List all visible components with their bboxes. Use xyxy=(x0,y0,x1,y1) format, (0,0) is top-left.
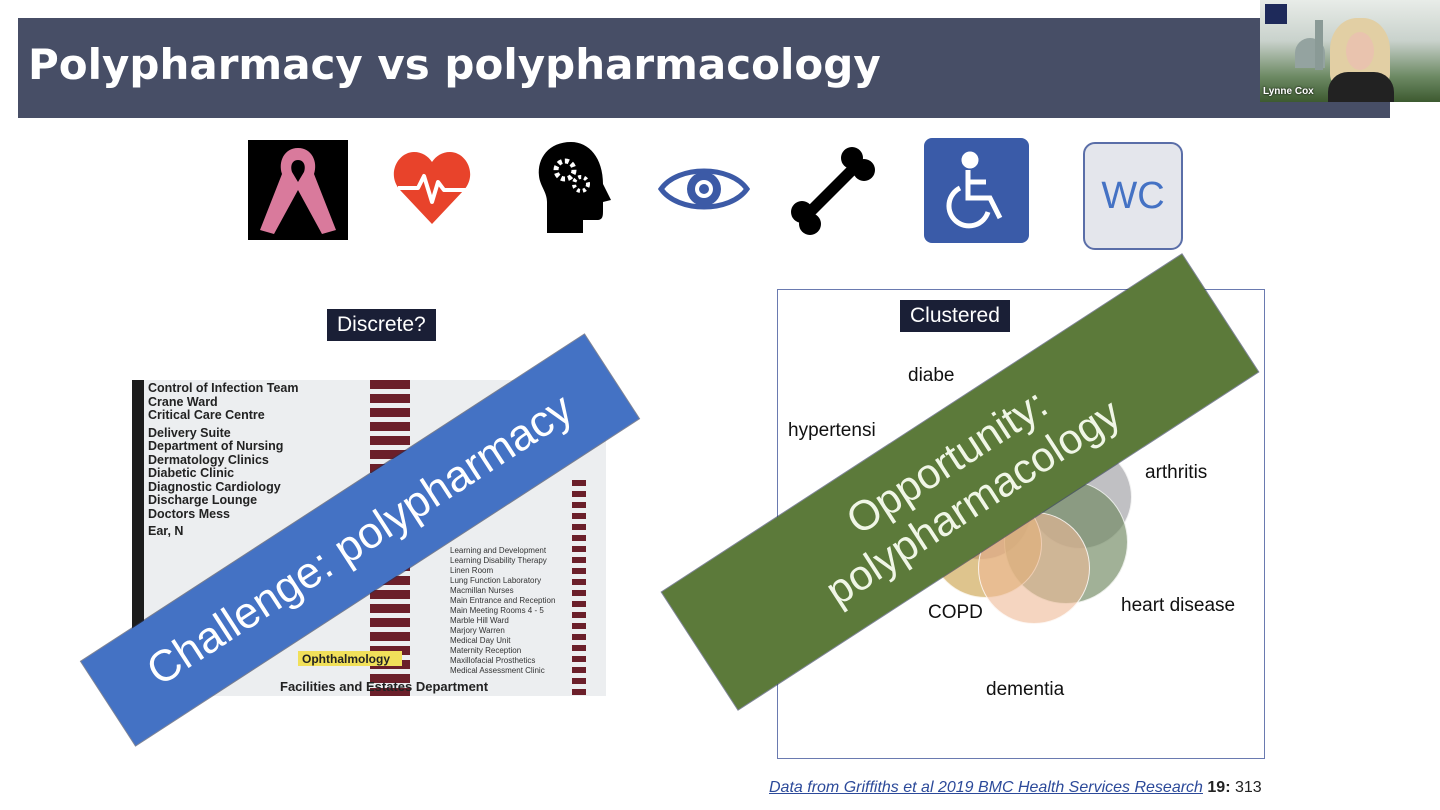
sign-item: Marble Hill Ward xyxy=(450,616,509,625)
speaker-face xyxy=(1346,32,1374,70)
sign-item: Marjory Warren xyxy=(450,626,505,635)
sign-item: Doctors Mess xyxy=(148,506,230,521)
sign-item: Delivery Suite xyxy=(148,425,231,440)
brain-gears-icon xyxy=(535,140,615,240)
label-diabetes: diabe xyxy=(908,365,955,386)
hospital-directory-photo: Control of Infection Team Crane Ward Cri… xyxy=(132,380,606,696)
sign-item: Control of Infection Team xyxy=(148,381,299,395)
label-copd: COPD xyxy=(928,602,983,623)
sign-item: Learning and Development xyxy=(450,546,547,555)
sign-highlight: Ophthalmology xyxy=(302,652,390,666)
speaker-body xyxy=(1328,72,1394,102)
citation-volume: 19: xyxy=(1207,779,1231,796)
citation: Data from Griffiths et al 2019 BMC Healt… xyxy=(769,779,1262,797)
speaker-video-thumbnail[interactable]: Lynne Cox xyxy=(1260,0,1440,102)
sign-color-tags-right xyxy=(572,480,586,696)
sign-item: Lung Function Laboratory xyxy=(450,576,542,585)
sign-list-left: Control of Infection Team Crane Ward Cri… xyxy=(148,381,299,539)
wc-icon: WC xyxy=(1083,142,1183,250)
label-hypertension: hypertensi xyxy=(788,420,876,441)
label-heart-disease: heart disease xyxy=(1121,595,1236,616)
sign-item: Main Meeting Rooms 4 - 5 xyxy=(450,606,544,615)
citation-link[interactable]: Data from Griffiths et al 2019 BMC Healt… xyxy=(769,779,1203,796)
sign-item: Ear, N xyxy=(148,524,184,538)
label-arthritis: arthritis xyxy=(1145,462,1208,483)
citation-page: 313 xyxy=(1234,779,1262,796)
bone-icon xyxy=(786,146,876,241)
speaker-name: Lynne Cox xyxy=(1263,86,1314,97)
sign-item: Crane Ward xyxy=(148,394,218,409)
university-logo-icon xyxy=(1265,4,1287,24)
eye-icon xyxy=(657,160,751,223)
sign-item: Discharge Lounge xyxy=(148,493,258,507)
sign-item: Critical Care Centre xyxy=(148,408,265,422)
video-background-spire xyxy=(1315,20,1323,70)
sign-item-bottom: Facilities and Estates Department xyxy=(280,679,489,694)
sign-item: Maxillofacial Prosthetics xyxy=(450,656,536,665)
wheelchair-icon xyxy=(924,138,1029,243)
heart-rate-icon xyxy=(392,150,472,231)
slide-title: Polypharmacy vs polypharmacology xyxy=(28,40,881,89)
sign-item: Main Entrance and Reception xyxy=(450,596,556,605)
sign-frame xyxy=(132,380,144,696)
sign-item: Learning Disability Therapy xyxy=(450,556,547,565)
cancer-ribbon-icon xyxy=(248,140,348,240)
sign-item: Macmillan Nurses xyxy=(450,586,514,595)
sign-item: Dermatology Clinics xyxy=(148,452,269,467)
highlight-strip xyxy=(298,651,402,666)
sign-item: Diabetic Clinic xyxy=(148,466,235,480)
sign-item: Linen Room xyxy=(450,566,494,575)
clustered-label: Clustered xyxy=(900,300,1010,332)
sign-item: Medical Day Unit xyxy=(450,636,511,645)
sign-item: Medical Assessment Clinic xyxy=(450,666,545,675)
label-dementia: dementia xyxy=(986,679,1065,700)
title-bar xyxy=(18,18,1390,118)
sign-item: Diagnostic Cardiology xyxy=(148,479,281,494)
sign-item: Maternity Reception xyxy=(450,646,522,655)
sign-list-right: Learning and Development Learning Disabi… xyxy=(450,546,555,676)
discrete-label: Discrete? xyxy=(327,309,436,341)
sign-item: Department of Nursing xyxy=(148,439,284,453)
